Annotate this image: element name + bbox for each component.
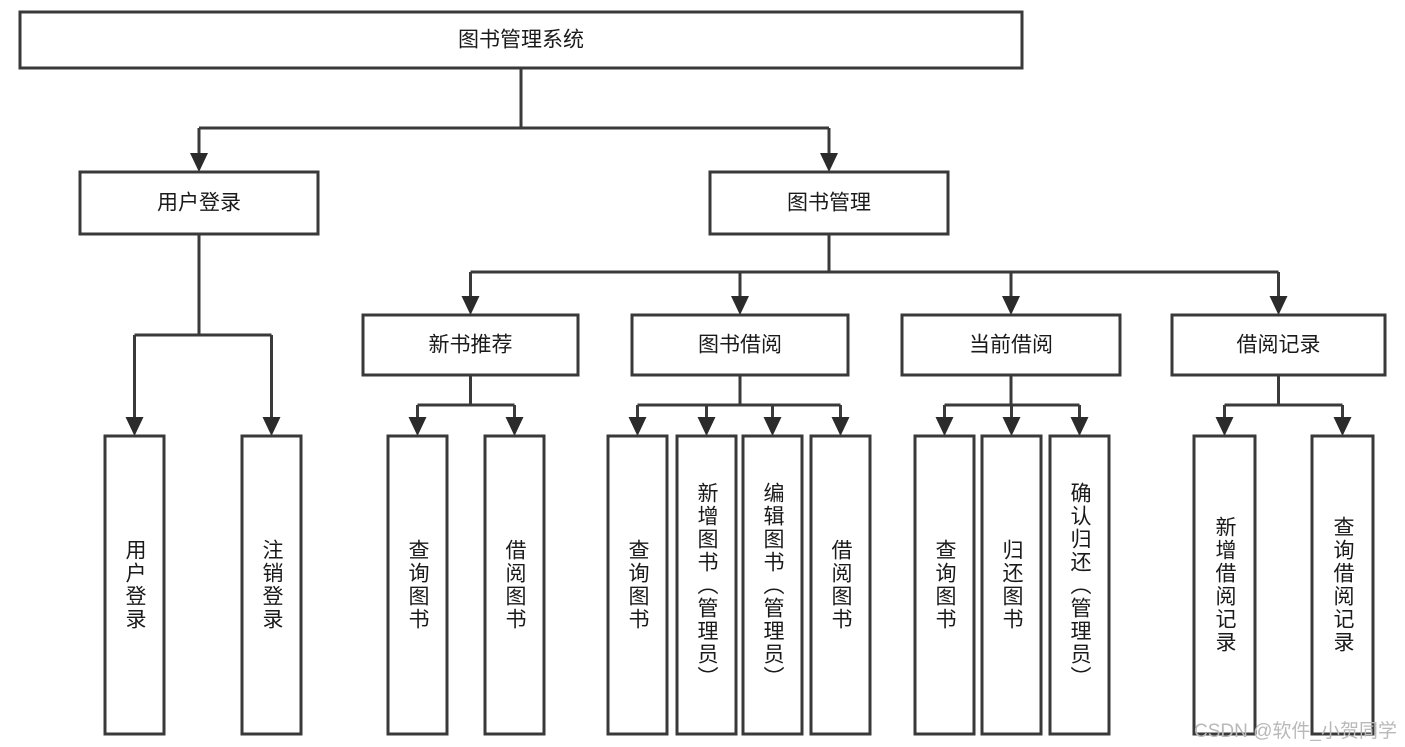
node-cb-query-book[interactable]: 查询图书 [913, 434, 976, 736]
node-bb-add-book[interactable]: 新增图书（管理员） [675, 434, 738, 736]
node-label-wrap-bb-query-book: 查询图书 [626, 539, 649, 631]
connectors-layer [125, 68, 1352, 436]
node-box-book-manage [708, 170, 950, 236]
node-box-user-logout [240, 434, 303, 736]
node-borrow-record[interactable]: 借阅记录 [1170, 313, 1387, 377]
node-label-nbr-borrow-book: 借阅图书 [503, 539, 526, 631]
arrow-head-book-manage [820, 153, 838, 172]
node-bb-borrow-book[interactable]: 借阅图书 [809, 434, 872, 736]
node-label-new-book-rec: 新书推荐 [429, 334, 513, 357]
node-label-wrap-nbr-query-book: 查询图书 [406, 539, 429, 631]
node-box-bb-edit-book [741, 434, 804, 736]
node-box-current-borrow [900, 313, 1122, 377]
arrow-head-bb-edit-book [763, 417, 782, 436]
node-box-user-login [78, 170, 320, 236]
node-box-book-borrow [630, 313, 850, 377]
node-box-borrow-record [1170, 313, 1387, 377]
arrow-head-cb-confirm-return [1070, 417, 1089, 436]
node-box-root [18, 10, 1024, 70]
node-label-cb-return-book: 归还图书 [1000, 539, 1023, 631]
node-box-bb-add-book [675, 434, 738, 736]
arrow-head-book-borrow [731, 296, 749, 315]
node-br-query-record[interactable]: 查询借阅记录 [1310, 434, 1375, 736]
arrow-head-nbr-query-book [408, 417, 427, 436]
node-label-bb-add-book: 新增图书（管理员） [695, 481, 718, 689]
node-box-cb-confirm-return [1048, 434, 1111, 736]
node-nbr-query-book[interactable]: 查询图书 [386, 434, 449, 736]
node-label-bb-borrow-book: 借阅图书 [829, 539, 852, 631]
node-label-cb-query-book: 查询图书 [933, 539, 956, 631]
node-box-bb-query-book [606, 434, 669, 736]
node-label-user-logout: 注销登录 [260, 539, 283, 631]
node-box-new-book-rec [361, 313, 580, 377]
arrow-head-current-borrow [1002, 296, 1020, 315]
arrow-head-br-add-record [1215, 417, 1234, 436]
node-label-current-borrow: 当前借阅 [969, 334, 1053, 357]
node-box-cb-return-book [980, 434, 1043, 736]
node-user-login-do[interactable]: 用户登录 [103, 434, 166, 736]
node-box-nbr-borrow-book [483, 434, 546, 736]
arrow-head-cb-query-book [935, 417, 954, 436]
node-box-br-add-record [1192, 434, 1257, 736]
arrow-head-br-query-record [1333, 417, 1352, 436]
node-label-wrap-bb-borrow-book: 借阅图书 [829, 539, 852, 631]
node-label-br-query-record: 查询借阅记录 [1331, 516, 1354, 654]
node-label-bb-query-book: 查询图书 [626, 539, 649, 631]
arrow-head-new-book-rec [461, 296, 480, 315]
node-box-br-query-record [1310, 434, 1375, 736]
node-new-book-rec[interactable]: 新书推荐 [361, 313, 580, 377]
node-label-wrap-br-query-record: 查询借阅记录 [1331, 516, 1354, 654]
node-label-wrap-cb-query-book: 查询图书 [933, 539, 956, 631]
node-label-book-borrow: 图书借阅 [698, 334, 782, 357]
arrow-head-bb-query-book [628, 417, 647, 436]
node-label-wrap-br-add-record: 新增借阅记录 [1213, 516, 1236, 654]
node-user-logout[interactable]: 注销登录 [240, 434, 303, 736]
node-book-borrow[interactable]: 图书借阅 [630, 313, 850, 377]
arrow-head-bb-add-book [697, 417, 716, 436]
arrow-head-cb-return-book [1002, 417, 1021, 436]
node-label-nbr-query-book: 查询图书 [406, 539, 429, 631]
node-label-wrap-cb-confirm-return: 确认归还（管理员） [1068, 481, 1091, 689]
node-label-user-login: 用户登录 [157, 192, 241, 215]
node-label-wrap-nbr-borrow-book: 借阅图书 [503, 539, 526, 631]
node-box-cb-query-book [913, 434, 976, 736]
node-box-user-login-do [103, 434, 166, 736]
node-label-wrap-user-logout: 注销登录 [260, 539, 283, 631]
node-current-borrow[interactable]: 当前借阅 [900, 313, 1122, 377]
node-label-cb-confirm-return: 确认归还（管理员） [1068, 481, 1091, 689]
node-bb-edit-book[interactable]: 编辑图书（管理员） [741, 434, 804, 736]
node-label-wrap-cb-return-book: 归还图书 [1000, 539, 1023, 631]
nodes-layer: 图书管理系统用户登录图书管理用户登录注销登录新书推荐查询图书借阅图书图书借阅查询… [18, 10, 1387, 736]
node-label-wrap-user-login-do: 用户登录 [123, 539, 146, 631]
node-box-bb-borrow-book [809, 434, 872, 736]
node-label-wrap-bb-add-book: 新增图书（管理员） [695, 481, 718, 689]
arrow-head-borrow-record [1269, 296, 1288, 315]
arrow-head-user-logout [262, 417, 281, 436]
node-label-wrap-bb-edit-book: 编辑图书（管理员） [761, 481, 784, 689]
arrow-head-user-login [190, 153, 208, 172]
node-cb-return-book[interactable]: 归还图书 [980, 434, 1043, 736]
node-label-root: 图书管理系统 [458, 29, 584, 52]
node-box-nbr-query-book [386, 434, 449, 736]
node-book-manage[interactable]: 图书管理 [708, 170, 950, 236]
node-user-login[interactable]: 用户登录 [78, 170, 320, 236]
node-label-bb-edit-book: 编辑图书（管理员） [761, 481, 784, 689]
arrow-head-user-login-do [125, 417, 144, 436]
arrow-head-nbr-borrow-book [505, 417, 524, 436]
node-root[interactable]: 图书管理系统 [18, 10, 1024, 70]
node-br-add-record[interactable]: 新增借阅记录 [1192, 434, 1257, 736]
node-label-book-manage: 图书管理 [787, 192, 871, 215]
node-cb-confirm-return[interactable]: 确认归还（管理员） [1048, 434, 1111, 736]
node-bb-query-book[interactable]: 查询图书 [606, 434, 669, 736]
node-label-borrow-record: 借阅记录 [1237, 334, 1321, 357]
node-label-br-add-record: 新增借阅记录 [1213, 516, 1236, 654]
arrow-head-bb-borrow-book [831, 417, 850, 436]
node-label-user-login-do: 用户登录 [123, 539, 146, 631]
node-nbr-borrow-book[interactable]: 借阅图书 [483, 434, 546, 736]
